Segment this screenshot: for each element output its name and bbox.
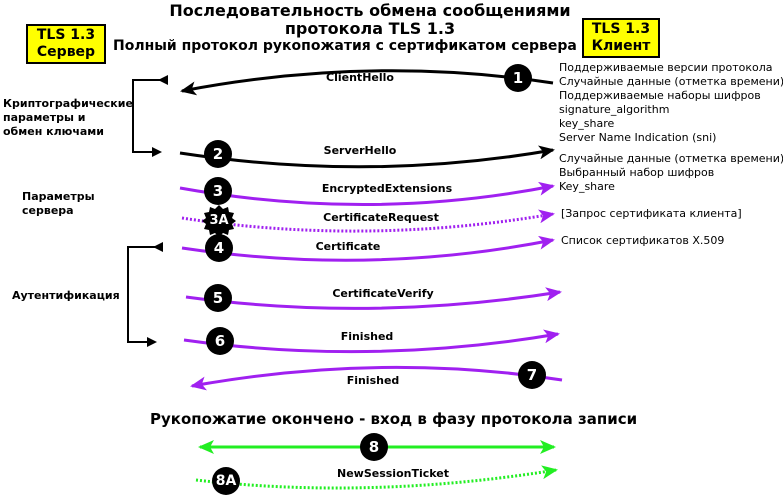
msg-label-certificate-request: CertificateRequest [323,211,439,224]
msg-label-finished-server: Finished [340,330,394,343]
notes-client-hello: Поддерживаемые версии протокола Случайны… [559,61,783,145]
client-box-line-1: TLS 1.3 [591,21,651,37]
note-ch-3: Поддерживаемые наборы шифров [559,89,761,102]
note-ch-1: Поддерживаемые версии протокола [559,61,773,74]
arrow-certificate [181,235,555,262]
label-crypto-line-2: параметры и [3,111,86,124]
server-box-line-1: TLS 1.3 [36,27,96,43]
title-line-1: Последовательность обмена сообщениями [169,1,571,20]
msg-label-new-session-ticket: NewSessionTicket [337,467,449,480]
note-certificate: Список сертификатов X.509 [561,234,725,247]
note-sh-2: Выбранный набор шифров [559,166,715,179]
note-cert-request: [Запрос сертификата клиента] [561,207,742,220]
arrow-certificate-verify [185,287,562,310]
notes-server-hello: Случайные данные (отметка времени) Выбра… [559,152,783,194]
note-ch-5: key_share [559,117,615,130]
server-box: TLS 1.3 Сервер [26,24,106,64]
msg-label-certificate: Certificate [315,240,381,253]
note-ch-4: signature_algorithm [559,103,670,116]
server-box-line-2: Сервер [36,44,96,60]
badge-8a: 8A [212,467,240,495]
bracket-crypto [132,75,168,157]
msg-label-encrypted-extensions: EncryptedExtensions [321,182,453,195]
msg-label-client-hello: ClientHello [326,71,394,84]
arrow-finished-client [190,365,563,391]
label-server-params-line-1: Параметры [22,190,95,203]
msg-label-server-hello: ServerHello [323,144,397,157]
page-title: Последовательность обмена сообщениями пр… [150,2,590,38]
badge-2: 2 [204,140,232,168]
label-server-params: Параметры сервера [22,190,95,218]
note-ch-6: Server Name Indication (sni) [559,131,717,144]
label-crypto-line-1: Криптографические [3,97,133,110]
label-server-params-line-2: сервера [22,204,74,217]
note-sh-1: Случайные данные (отметка времени) [559,152,783,165]
note-sh-3: Key_share [559,180,615,193]
label-crypto-params: Криптографические параметры и обмен ключ… [3,97,133,139]
bracket-auth [127,242,163,347]
badge-1: 1 [504,64,532,92]
title-line-2: протокола TLS 1.3 [284,19,456,38]
client-box: TLS 1.3 Клиент [582,18,660,58]
msg-label-finished-client: Finished [346,374,400,387]
badge-3: 3 [204,177,232,205]
badge-6: 6 [206,327,234,355]
arrow-new-session-ticket [195,465,558,490]
msg-label-certificate-verify: CertificateVerify [332,287,434,300]
client-box-line-2: Клиент [591,38,651,54]
page-subtitle: Полный протокол рукопожатия с сертификат… [113,38,577,54]
badge-3a-shape [202,205,236,237]
badge-5: 5 [204,284,232,312]
handshake-complete-text: Рукопожатие окончено - вход в фазу прото… [150,410,638,428]
badge-7: 7 [518,361,546,389]
note-ch-2: Случайные данные (отметка времени) [559,75,783,88]
badge-3a: 3A [209,213,229,228]
label-authentication: Аутентификация [12,289,120,302]
badge-4: 4 [205,234,233,262]
arrow-finished-server [183,329,560,354]
label-crypto-line-3: обмен ключами [3,125,105,138]
badge-8: 8 [360,433,388,461]
